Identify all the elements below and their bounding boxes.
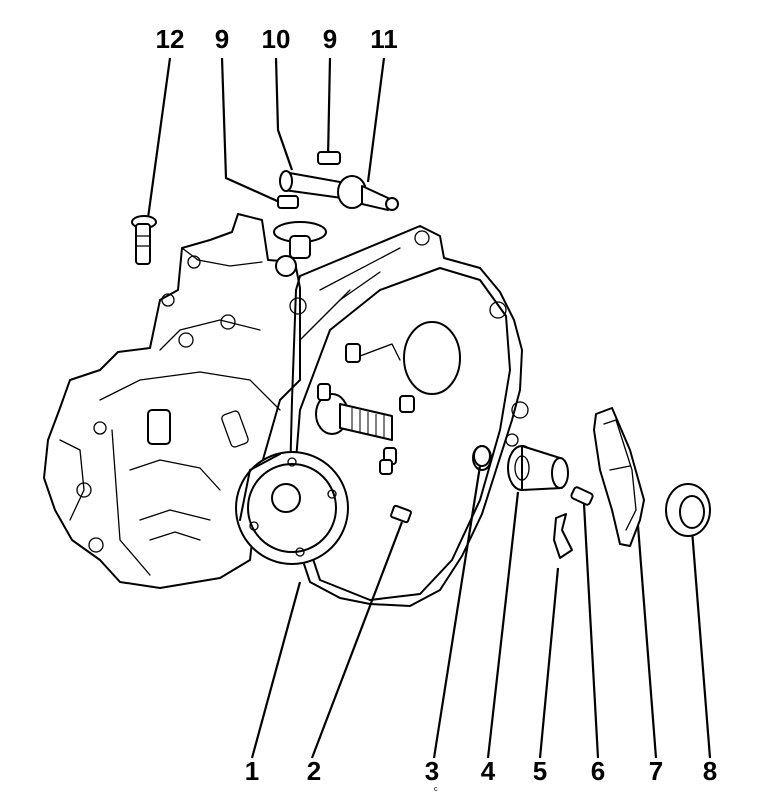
callout-7: 7 <box>648 756 664 786</box>
part-2-bolt <box>390 504 412 524</box>
input-shaft <box>315 343 415 475</box>
leader-2 <box>310 521 404 759</box>
tiny-mark: c <box>434 786 438 793</box>
part-7-release-lever <box>593 407 645 547</box>
part-1-flange <box>235 451 349 565</box>
slave-cylinder-group <box>277 151 399 211</box>
leader-9-right <box>326 57 332 159</box>
part-5-clip <box>553 513 573 559</box>
leader-11 <box>366 57 386 183</box>
leader-10 <box>274 57 294 171</box>
callout-6: 6 <box>590 756 606 786</box>
leader-lines <box>146 57 712 759</box>
gearbox-housing <box>43 213 301 589</box>
callout-9-right: 9 <box>322 24 338 54</box>
callout-4: 4 <box>480 756 496 786</box>
part-3-oring <box>472 445 492 471</box>
callout-12: 12 <box>155 24 185 54</box>
part-8-seal <box>665 483 711 537</box>
callout-8: 8 <box>702 756 718 786</box>
leader-6 <box>582 503 600 759</box>
part-6-bolt <box>570 486 594 506</box>
callout-11: 11 <box>370 24 398 54</box>
callout-2: 2 <box>306 756 322 786</box>
callout-1: 1 <box>244 756 260 786</box>
callout-10: 10 <box>261 24 291 54</box>
leader-8 <box>690 529 712 759</box>
leader-12 <box>146 57 172 219</box>
leader-1 <box>250 581 302 759</box>
leader-3 <box>432 465 482 759</box>
leader-5 <box>538 567 560 759</box>
release-bracket <box>273 221 327 277</box>
leader-9-left <box>220 57 287 207</box>
leader-4 <box>486 491 520 759</box>
callout-3: 3 <box>424 756 440 786</box>
callout-5: 5 <box>532 756 548 786</box>
part-12-bolt <box>131 215 157 265</box>
leader-7 <box>634 499 658 759</box>
part-4-guide-sleeve <box>507 445 569 491</box>
callout-9-left: 9 <box>214 24 230 54</box>
